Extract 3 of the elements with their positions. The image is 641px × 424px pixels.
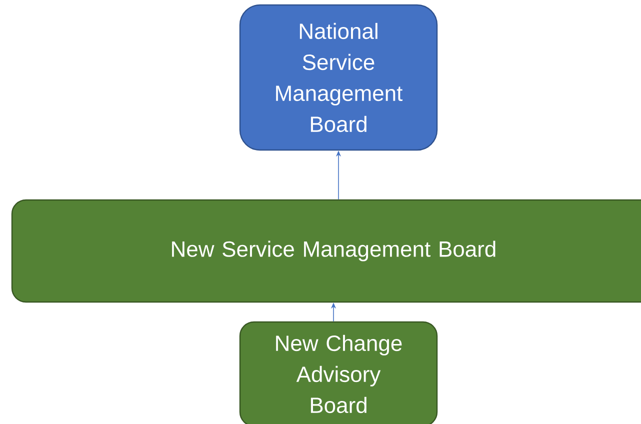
board-box: National Service Management Board	[239, 4, 438, 151]
board-box: New Service Management Board	[11, 199, 641, 303]
board-box: New Change Advisory Board	[239, 321, 438, 424]
